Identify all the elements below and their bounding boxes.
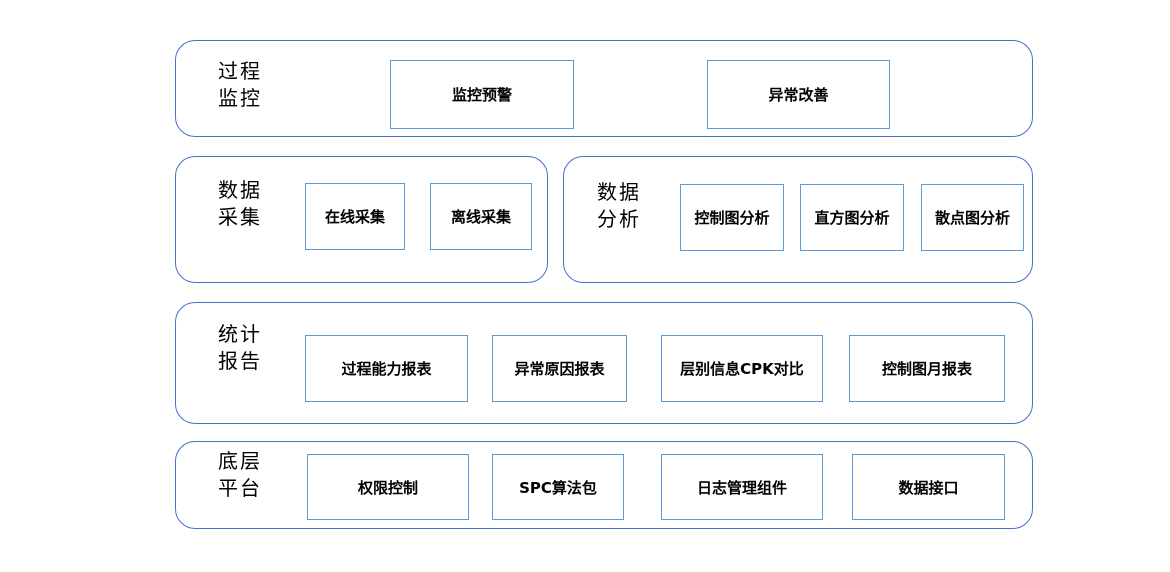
module-label: 控制图月报表	[881, 360, 972, 378]
layer-label-line: 分析	[597, 207, 641, 231]
layer-label-base-platform: 底层 平台	[218, 448, 262, 502]
module-label: 监控预警	[451, 86, 512, 104]
module-label: 直方图分析	[814, 209, 890, 227]
module-label: 离线采集	[450, 208, 511, 226]
module-online-collection: 在线采集	[305, 183, 405, 250]
module-label: 数据接口	[898, 478, 959, 497]
module-abnormal-improvement: 异常改善	[707, 60, 890, 129]
layer-label-line: 统计	[218, 322, 262, 346]
layer-label-data-collection: 数据 采集	[218, 177, 262, 231]
layer-label-line: 底层	[218, 449, 262, 473]
module-abnormal-cause-report: 异常原因报表	[492, 335, 627, 402]
module-stratified-cpk-comparison: 层别信息CPK对比	[661, 335, 823, 402]
layer-container-process-monitoring: 过程 监控 监控预警 异常改善	[175, 40, 1033, 137]
layer-container-data-collection: 数据 采集 在线采集 离线采集	[175, 156, 548, 283]
module-label: 层别信息CPK对比	[680, 360, 804, 378]
layer-label-statistical-reports: 统计 报告	[218, 321, 262, 375]
layer-label-process-monitoring: 过程 监控	[218, 58, 262, 112]
module-scatter-plot-analysis: 散点图分析	[921, 184, 1024, 251]
layer-label-data-analysis: 数据 分析	[597, 179, 641, 233]
module-label: 过程能力报表	[341, 360, 432, 378]
layer-label-line: 数据	[597, 180, 641, 204]
layer-label-line: 报告	[218, 349, 262, 373]
module-histogram-analysis: 直方图分析	[800, 184, 904, 251]
layer-label-line: 过程	[218, 59, 262, 83]
layer-label-line: 数据	[218, 178, 262, 202]
layer-label-line: 平台	[218, 476, 262, 500]
module-label: 异常改善	[768, 86, 829, 104]
module-process-capability-report: 过程能力报表	[305, 335, 468, 402]
layer-container-statistical-reports: 统计 报告 过程能力报表 异常原因报表 层别信息CPK对比 控制图月报表	[175, 302, 1033, 424]
module-label: 散点图分析	[934, 209, 1010, 227]
module-label: 权限控制	[357, 478, 418, 497]
layer-label-line: 监控	[218, 86, 262, 110]
module-label: 在线采集	[324, 208, 385, 226]
module-log-management-component: 日志管理组件	[661, 454, 823, 520]
module-label: SPC算法包	[519, 478, 597, 497]
module-offline-collection: 离线采集	[430, 183, 532, 250]
module-permission-control: 权限控制	[307, 454, 469, 520]
module-control-chart-analysis: 控制图分析	[680, 184, 784, 251]
module-label: 异常原因报表	[514, 360, 605, 378]
module-spc-algorithm-package: SPC算法包	[492, 454, 624, 520]
module-control-chart-monthly-report: 控制图月报表	[849, 335, 1005, 402]
layer-label-line: 采集	[218, 205, 262, 229]
module-monitoring-warning: 监控预警	[390, 60, 574, 129]
module-data-interface: 数据接口	[852, 454, 1005, 520]
layer-container-base-platform: 底层 平台 权限控制 SPC算法包 日志管理组件 数据接口	[175, 441, 1033, 529]
module-label: 日志管理组件	[696, 478, 787, 497]
layer-container-data-analysis: 数据 分析 控制图分析 直方图分析 散点图分析	[563, 156, 1033, 283]
module-label: 控制图分析	[694, 209, 770, 227]
